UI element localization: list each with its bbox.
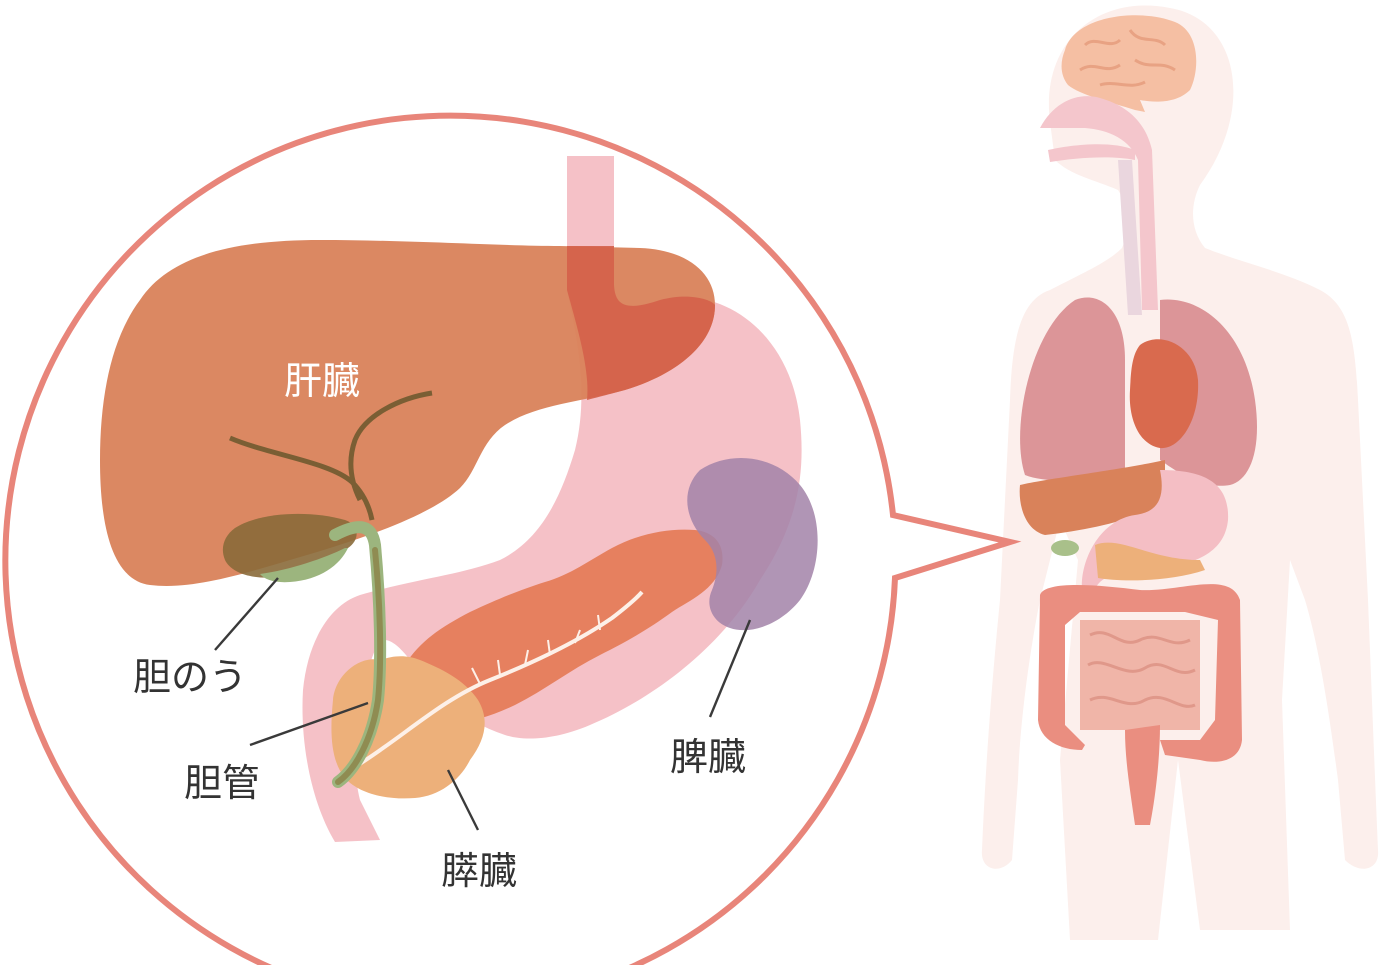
- liver-label: 肝臓: [284, 359, 360, 403]
- heart: [1129, 339, 1199, 449]
- brain-folds: [1079, 29, 1176, 87]
- common-bile-duct-dark: [335, 547, 384, 785]
- hepatic-ducts: [229, 390, 433, 521]
- pancreas-body: [402, 529, 723, 723]
- bile-duct-leader: [249, 701, 369, 747]
- rectum: [1125, 725, 1160, 825]
- nasal-airway: [1040, 96, 1158, 310]
- human-body-figure: [981, 5, 1379, 940]
- right-lung: [1020, 297, 1125, 481]
- left-lung: [1160, 299, 1258, 486]
- pancreas-leader: [446, 769, 480, 831]
- bile-duct-label: 胆管: [184, 761, 260, 805]
- gallbladder-leader: [214, 577, 279, 651]
- body-pancreas: [1095, 542, 1205, 581]
- brain: [1061, 15, 1197, 113]
- small-intestine-folds: [1087, 631, 1196, 708]
- spleen-leader: [708, 619, 752, 718]
- pancreas-label: 膵臓: [441, 849, 517, 893]
- gallbladder-label: 胆のう: [133, 655, 247, 699]
- large-intestine: [1038, 584, 1242, 762]
- liver: [100, 240, 715, 586]
- spleen-label: 脾臓: [670, 735, 746, 779]
- pancreatic-duct: [348, 590, 644, 772]
- spleen: [687, 458, 818, 631]
- small-intestine: [1080, 620, 1200, 730]
- gallbladder-green: [260, 548, 348, 583]
- body-liver: [1019, 460, 1165, 535]
- magnified-organs: [100, 156, 818, 842]
- pancreas-head: [331, 656, 485, 799]
- mouth-cavity: [1048, 144, 1135, 162]
- pancreatic-duct-branches: [471, 614, 601, 685]
- body-gallbladder: [1051, 540, 1079, 556]
- stomach-liver-overlap: [567, 246, 715, 400]
- trachea: [1118, 160, 1142, 315]
